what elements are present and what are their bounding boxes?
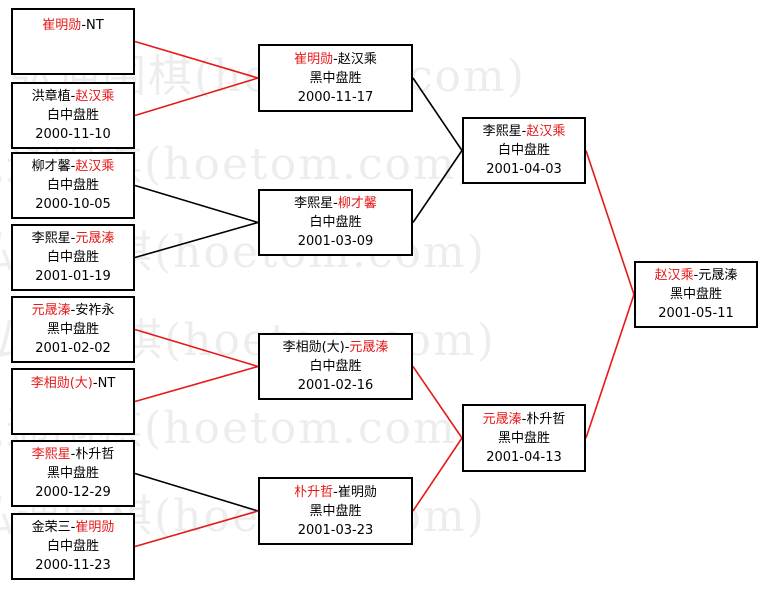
match-date: 2001-05-11 xyxy=(658,306,734,321)
bracket-link-line xyxy=(134,365,259,403)
player-1: 李相勋(大) xyxy=(30,376,93,391)
result-text: 黑中盘胜 xyxy=(309,503,362,519)
match-date: 2001-02-16 xyxy=(297,378,374,393)
result-text: 白中盘胜 xyxy=(309,215,362,230)
match-date: 2000-11-10 xyxy=(35,127,111,142)
match-date: 2001-01-19 xyxy=(35,269,111,284)
result-text: 白中盘胜 xyxy=(46,178,99,193)
match-box-round1[interactable]: 李熙星-朴升哲 黑中盘胜 2000-12-29 xyxy=(11,440,135,507)
player-1: 金荣三 xyxy=(31,520,71,535)
player-1: 柳才馨 xyxy=(31,159,71,174)
result-text: 白中盘胜 xyxy=(497,143,550,158)
player-1: 李熙星 xyxy=(31,447,71,462)
match-box-round2[interactable]: 李熙星-柳才馨 白中盘胜 2001-03-09 xyxy=(258,189,413,256)
match-box-round1[interactable]: 李相勋(大)-NT xyxy=(11,368,135,435)
player-1: 赵汉乘 xyxy=(654,268,694,283)
match-date: 2000-12-29 xyxy=(35,485,111,500)
match-date: 2001-04-13 xyxy=(486,449,562,465)
match-date: 2001-03-23 xyxy=(297,522,374,538)
player-1: 洪章植 xyxy=(31,89,71,104)
match-date: 2000-11-23 xyxy=(35,558,111,573)
match-box-semifinal[interactable]: 李熙星-赵汉乘 白中盘胜 2001-04-03 xyxy=(462,117,586,184)
bracket-link-line xyxy=(412,437,463,512)
player-2: 元晟溱 xyxy=(349,340,389,355)
match-box-final[interactable]: 赵汉乘-元晟溱 黑中盘胜 2001-05-11 xyxy=(634,261,758,328)
player-2: 赵汉乘 xyxy=(337,51,377,67)
bracket-link-line xyxy=(134,221,259,259)
result-text: 黑中盘胜 xyxy=(669,287,722,302)
player-2: 元晟溱 xyxy=(75,231,115,246)
result-text: 白中盘胜 xyxy=(46,539,99,554)
match-box-round1[interactable]: 金荣三-崔明勋 白中盘胜 2000-11-23 xyxy=(11,513,135,580)
bracket-link-line xyxy=(412,366,463,439)
player-2: 赵汉乘 xyxy=(75,159,115,174)
result-text: 白中盘胜 xyxy=(46,250,99,265)
player-2: NT xyxy=(86,18,104,33)
player-2: 崔明勋 xyxy=(75,520,115,535)
player-2: 安祚永 xyxy=(75,303,115,318)
result-text: 黑中盘胜 xyxy=(309,70,362,86)
match-box-round1[interactable]: 元晟溱-安祚永 黑中盘胜 2001-02-02 xyxy=(11,296,135,363)
match-date: 2001-02-02 xyxy=(35,341,111,356)
bracket-link-line xyxy=(585,150,635,295)
result-text: 黑中盘胜 xyxy=(46,466,99,481)
player-2: 元晟溱 xyxy=(698,268,738,283)
player-1: 李熙星 xyxy=(482,124,522,139)
match-date: 2000-11-17 xyxy=(297,89,374,105)
match-box-semifinal[interactable]: 元晟溱-朴升哲 黑中盘胜 2001-04-13 xyxy=(462,404,586,472)
player-2: 赵汉乘 xyxy=(75,89,115,104)
player-2: 柳才馨 xyxy=(337,196,377,211)
bracket-link-line xyxy=(134,77,259,117)
match-box-round2[interactable]: 崔明勋-赵汉乘 黑中盘胜 2000-11-17 xyxy=(258,44,413,112)
bracket-link-line xyxy=(412,150,463,223)
result-text: 白中盘胜 xyxy=(46,108,99,123)
match-box-round1[interactable]: 李熙星-元晟溱 白中盘胜 2001-01-19 xyxy=(11,224,135,291)
match-box-round2[interactable]: 李相勋(大)-元晟溱 白中盘胜 2001-02-16 xyxy=(258,333,413,400)
result-text: 黑中盘胜 xyxy=(46,322,99,337)
match-box-round1[interactable]: 洪章植-赵汉乘 白中盘胜 2000-11-10 xyxy=(11,82,135,149)
bracket-link-line xyxy=(134,510,259,548)
player-2: 赵汉乘 xyxy=(526,124,566,139)
bracket-link-line xyxy=(134,40,259,79)
player-2: 朴升哲 xyxy=(75,447,115,462)
player-2: 朴升哲 xyxy=(526,411,566,427)
result-text: 白中盘胜 xyxy=(309,359,362,374)
bracket-link-line xyxy=(585,294,635,439)
match-date: 2001-04-03 xyxy=(486,162,562,177)
bracket-link-line xyxy=(134,472,259,512)
player-1: 崔明勋 xyxy=(294,51,334,67)
bracket-link-line xyxy=(134,184,259,224)
player-1: 李熙星 xyxy=(294,196,334,211)
match-box-round2[interactable]: 朴升哲-崔明勋 黑中盘胜 2001-03-23 xyxy=(258,477,413,545)
match-box-round1[interactable]: 崔明勋-NT xyxy=(11,8,135,75)
bracket-link-line xyxy=(412,77,463,151)
player-1: 元晟溱 xyxy=(482,411,522,427)
bracket-link-line xyxy=(134,328,259,368)
match-date: 2001-03-09 xyxy=(297,234,374,249)
player-2: NT xyxy=(97,376,116,391)
player-1: 李熙星 xyxy=(31,231,71,246)
match-date: 2000-10-05 xyxy=(35,197,111,212)
result-text: 黑中盘胜 xyxy=(497,430,550,446)
player-1: 朴升哲 xyxy=(294,484,334,500)
player-1: 李相勋(大) xyxy=(282,340,345,355)
player-1: 元晟溱 xyxy=(31,303,71,318)
match-box-round1[interactable]: 柳才馨-赵汉乘 白中盘胜 2000-10-05 xyxy=(11,152,135,219)
player-1: 崔明勋 xyxy=(42,18,82,33)
player-2: 崔明勋 xyxy=(337,484,377,500)
